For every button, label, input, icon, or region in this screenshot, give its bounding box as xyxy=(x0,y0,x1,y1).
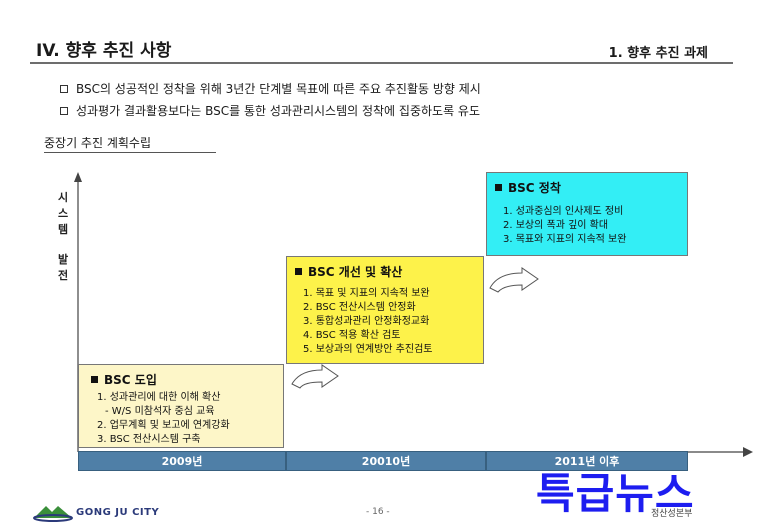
stage-item: - W/S 미참석자 중심 교육 xyxy=(105,406,215,417)
timeline-segment-2009: 2009년 xyxy=(78,451,286,471)
square-marker-icon xyxy=(91,376,98,383)
bullet-item: 성과평가 결과활용보다는 BSC를 통한 성과관리시스템의 정착에 집중하도록 … xyxy=(60,102,480,119)
stage-item: 2. BSC 전산시스템 안정화 xyxy=(303,302,416,313)
square-marker-icon xyxy=(495,184,502,191)
stage-item: 2. 보상의 폭과 깊이 확대 xyxy=(503,220,609,231)
stage-item-list: 1. 목표 및 지표의 지속적 보완 2. BSC 전산시스템 안정화 3. 통… xyxy=(303,287,432,357)
subheading: 중장기 추진 계획수립 xyxy=(44,136,151,150)
square-bullet-icon xyxy=(60,85,68,93)
stage-item-list: 1. 성과관리에 대한 이해 확산 - W/S 미참석자 중심 교육 2. 업무… xyxy=(97,391,230,447)
stage-item-list: 1. 성과중심의 인사제도 정비 2. 보상의 폭과 깊이 확대 3. 목표와 … xyxy=(503,205,626,247)
axis-label-char: 스 xyxy=(57,207,69,220)
stage-box-expand: BSC 개선 및 확산 1. 목표 및 지표의 지속적 보완 2. BSC 전산… xyxy=(286,256,484,364)
section-label: 1. 향후 추진 과제 xyxy=(608,46,708,61)
stage-item: 3. 통합성과관리 안정화정교화 xyxy=(303,316,430,327)
stage-item: 2. 업무계획 및 보고에 연계강화 xyxy=(97,420,230,431)
timeline-segment-2011: 2011년 이후 xyxy=(486,451,688,471)
axis-arrow-icon xyxy=(74,172,82,182)
axis-label-char: 템 xyxy=(57,223,69,236)
square-bullet-icon xyxy=(60,107,68,115)
title-divider xyxy=(30,62,733,64)
city-logo-icon xyxy=(33,506,73,522)
stage-item: 1. 성과관리에 대한 이해 확산 xyxy=(97,392,221,403)
stage-item: 3. 목표와 지표의 지속적 보완 xyxy=(503,234,627,245)
stage-box-settle: BSC 정착 1. 성과중심의 인사제도 정비 2. 보상의 폭과 깊이 확대 … xyxy=(486,172,688,256)
stage-title: BSC 개선 및 확산 xyxy=(295,263,402,280)
bullet-text: BSC의 성공적인 정착을 위해 3년간 단계별 목표에 따른 주요 추진활동 … xyxy=(76,82,481,96)
step-arrow-icon xyxy=(291,364,339,389)
department-label: 정산성본부 xyxy=(651,509,693,519)
stage-item: 3. BSC 전산시스템 구축 xyxy=(97,434,201,445)
bullet-text: 성과평가 결과활용보다는 BSC를 통한 성과관리시스템의 정착에 집중하도록 … xyxy=(76,104,481,118)
timeline-segment-2010: 20010년 xyxy=(286,451,486,471)
stage-title: BSC 도입 xyxy=(91,371,157,388)
page-number: - 16 - xyxy=(366,507,390,517)
axis-label-char: 발 xyxy=(57,253,69,266)
stage-item: 1. 목표 및 지표의 지속적 보완 xyxy=(303,288,430,299)
square-marker-icon xyxy=(295,268,302,275)
axis-label-char: 전 xyxy=(57,269,69,282)
stage-item: 5. 보상과의 연계방안 추진검토 xyxy=(303,344,433,355)
subheading-underline xyxy=(44,152,216,153)
news-watermark: 특급뉴스 xyxy=(536,469,695,518)
stage-box-intro: BSC 도입 1. 성과관리에 대한 이해 확산 - W/S 미참석자 중심 교… xyxy=(78,364,284,448)
stage-title: BSC 정착 xyxy=(495,179,561,196)
bullet-item: BSC의 성공적인 정착을 위해 3년간 단계별 목표에 따른 주요 추진활동 … xyxy=(60,80,481,97)
step-arrow-icon xyxy=(489,267,539,293)
axis-arrow-icon xyxy=(743,447,753,457)
stage-item: 4. BSC 적용 확산 검토 xyxy=(303,330,401,341)
stage-item: 1. 성과중심의 인사제도 정비 xyxy=(503,206,624,217)
city-logo-text: GONG JU CITY xyxy=(76,507,160,518)
axis-label-char: 시 xyxy=(57,191,69,204)
page-title: IV. 향후 추진 사항 xyxy=(36,41,172,61)
